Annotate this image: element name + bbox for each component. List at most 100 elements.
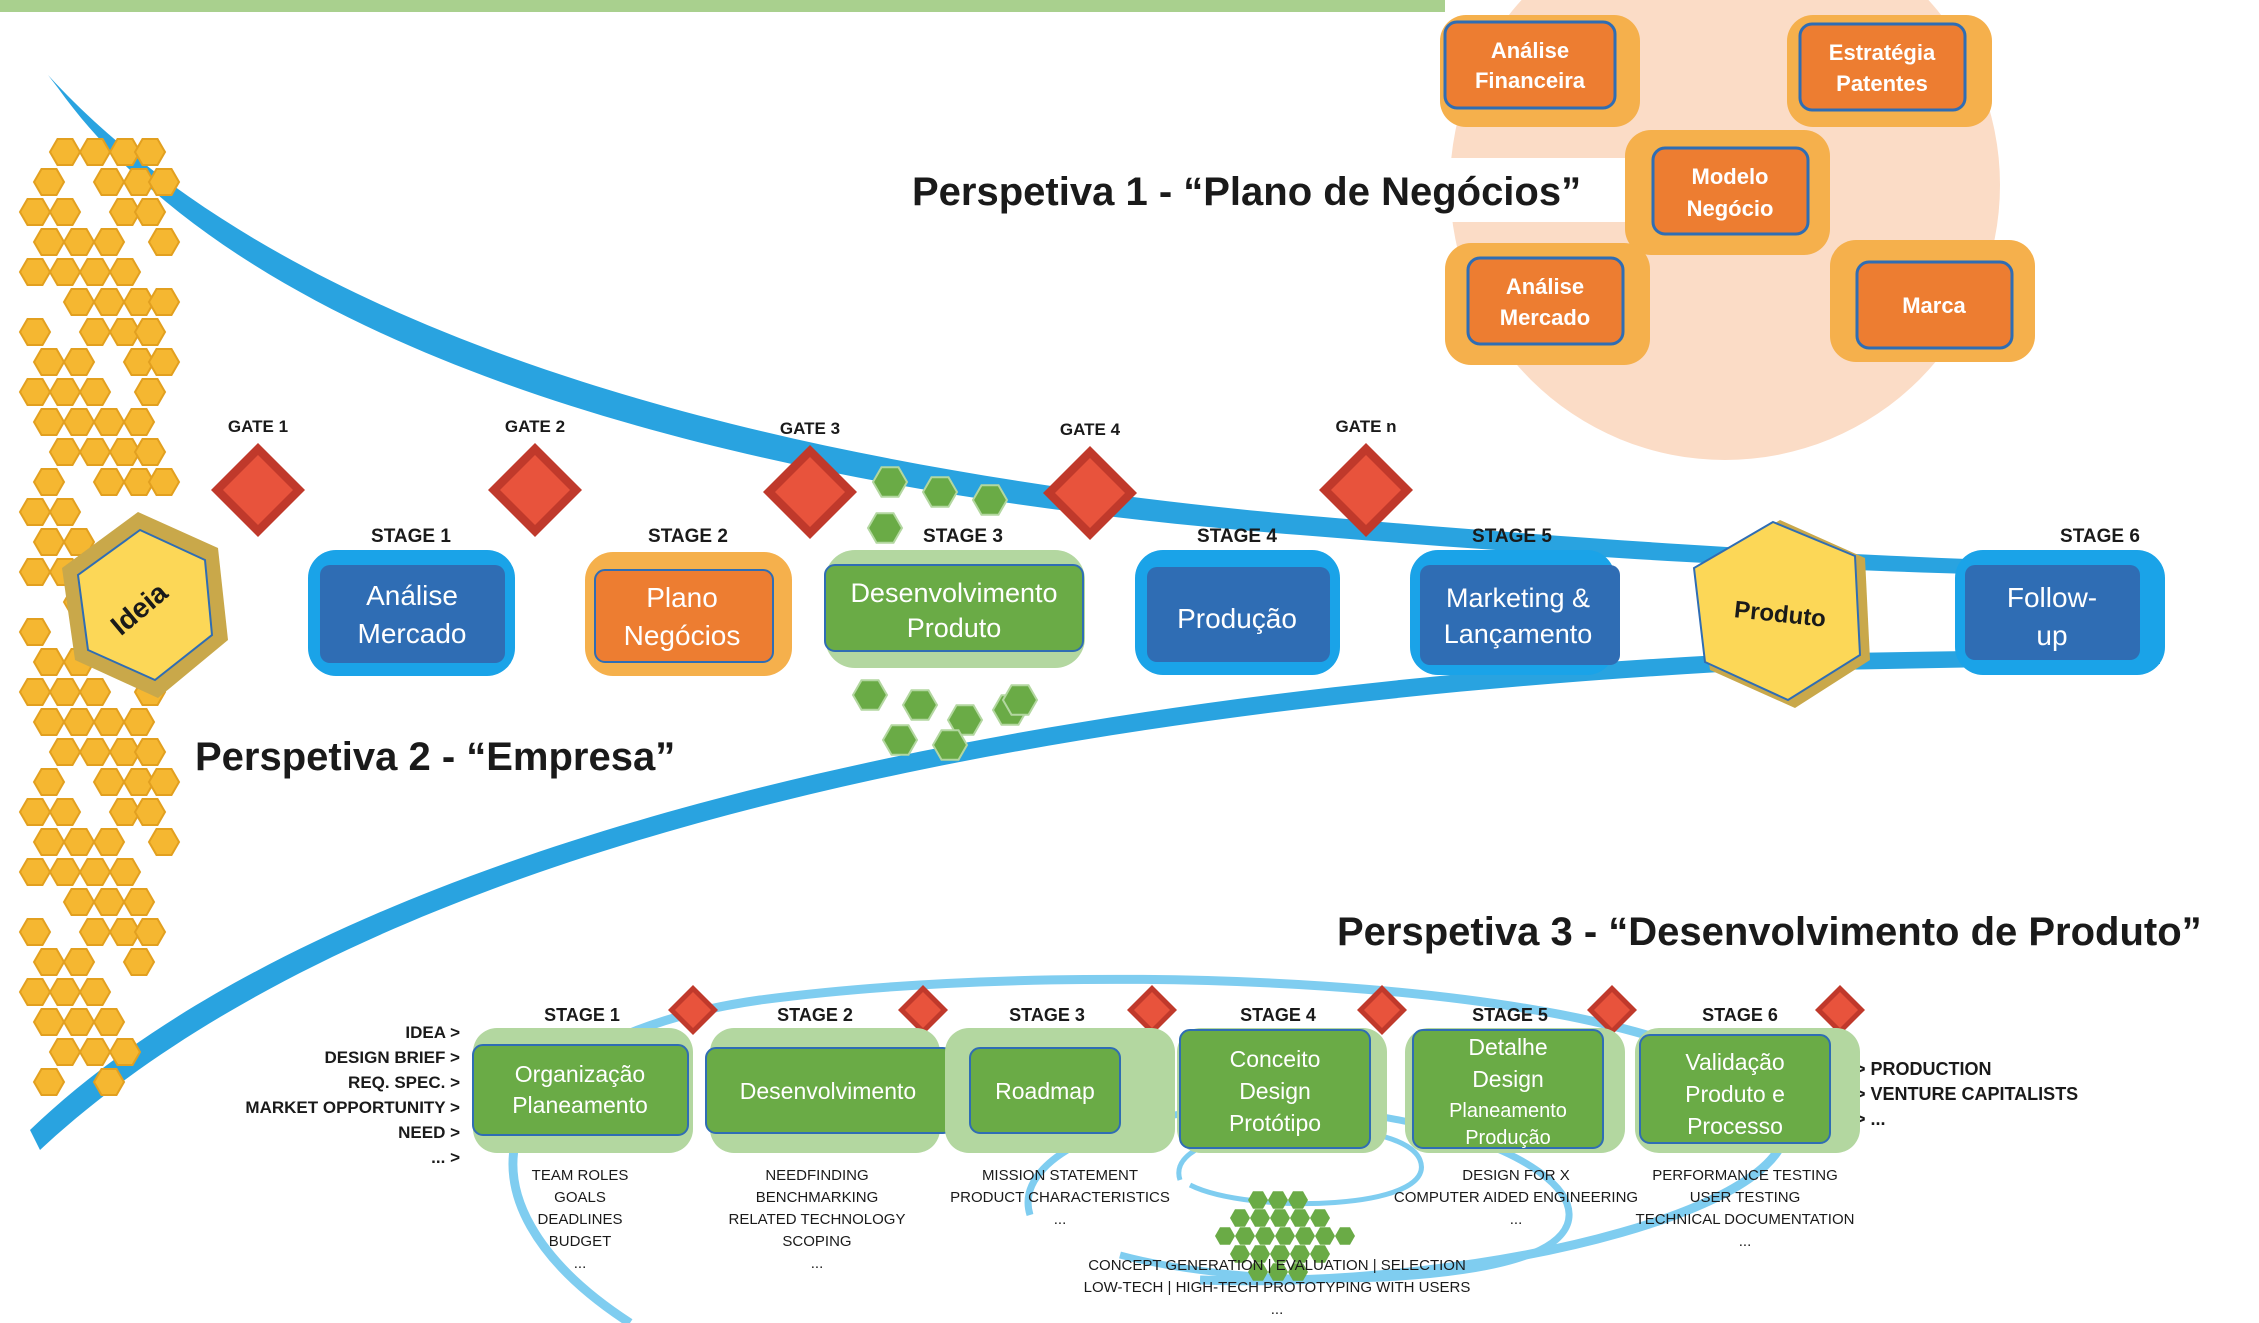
p3-stage-1-label: STAGE 1 bbox=[544, 1005, 620, 1025]
perspective1-title-bg bbox=[910, 158, 1625, 222]
green-particle bbox=[851, 679, 889, 711]
gate-3[interactable]: GATE 3 bbox=[763, 419, 857, 539]
p2-stage-4[interactable]: STAGE 4 Produção bbox=[1135, 526, 1340, 675]
honeycomb-cell bbox=[48, 378, 82, 406]
p3-stage-6-line3: Processo bbox=[1687, 1113, 1783, 1139]
p3-stage-5-line4: Produção bbox=[1465, 1127, 1551, 1149]
item-label-1b: Financeira bbox=[1475, 68, 1586, 93]
honeycomb-cell bbox=[32, 408, 66, 436]
p3-note-6-4: ... bbox=[1739, 1233, 1752, 1250]
p3-stages: STAGE 1 Organização Planeamento STAGE 2 … bbox=[472, 1005, 1860, 1153]
honeycomb-cell bbox=[78, 318, 112, 346]
p3-gate-5[interactable] bbox=[1587, 985, 1637, 1035]
honeycomb-cell bbox=[147, 228, 181, 256]
item-label-1a: Análise bbox=[1491, 38, 1569, 63]
cluster-particle bbox=[1290, 1209, 1310, 1227]
p2-stage-2[interactable]: STAGE 2 Plano Negócios bbox=[585, 526, 792, 676]
item-marca[interactable]: Marca bbox=[1830, 240, 2035, 362]
honeycomb-cell bbox=[48, 738, 82, 766]
green-particle bbox=[866, 512, 904, 544]
p3-gate-1[interactable] bbox=[668, 985, 718, 1035]
cluster-particle bbox=[1268, 1191, 1288, 1209]
input-design-brief: DESIGN BRIEF > bbox=[324, 1048, 460, 1067]
honeycomb-cell bbox=[133, 438, 167, 466]
gate-1[interactable]: GATE 1 bbox=[211, 417, 305, 537]
p3-gate-2[interactable] bbox=[898, 985, 948, 1035]
item-analise-mercado[interactable]: Análise Mercado bbox=[1445, 243, 1650, 365]
input-more: ... > bbox=[431, 1148, 460, 1167]
honeycomb-cell bbox=[62, 228, 96, 256]
p3-gate-3[interactable] bbox=[1127, 985, 1177, 1035]
cluster-particle bbox=[1270, 1209, 1290, 1227]
item-label-2b: Patentes bbox=[1836, 71, 1928, 96]
p2-stage-6-label: STAGE 6 bbox=[2060, 526, 2140, 547]
cluster-particle bbox=[1290, 1245, 1310, 1263]
honeycomb-cell bbox=[32, 708, 66, 736]
honeycomb-cell bbox=[18, 498, 52, 526]
p3-stage-1-line1: Organização bbox=[515, 1061, 645, 1087]
p3-inputs: IDEA > DESIGN BRIEF > REQ. SPEC. > MARKE… bbox=[245, 1023, 460, 1167]
p2-stage-4-label: STAGE 4 bbox=[1197, 526, 1277, 547]
honeycomb-cell bbox=[92, 1008, 126, 1036]
p2-stage-5[interactable]: STAGE 5 Marketing & Lançamento bbox=[1410, 526, 1620, 675]
p3-stage-6-line2: Produto e bbox=[1685, 1081, 1785, 1107]
p2-stage-1-label: STAGE 1 bbox=[371, 526, 451, 547]
honeycomb-cell bbox=[122, 768, 156, 796]
p3-stage-2[interactable]: STAGE 2 Desenvolvimento bbox=[705, 1005, 954, 1153]
honeycomb-cell bbox=[92, 1068, 126, 1096]
green-particle bbox=[871, 466, 909, 498]
company-stages: STAGE 1 Análise Mercado STAGE 2 Plano Ne… bbox=[308, 526, 2165, 676]
p3-stage-3[interactable]: STAGE 3 Roadmap bbox=[945, 1005, 1175, 1153]
honeycomb-cell bbox=[108, 258, 142, 286]
honeycomb-cell bbox=[108, 858, 142, 886]
perspective1-title: Perspetiva 1 - “Plano de Negócios” bbox=[912, 170, 1581, 214]
honeycomb-cell bbox=[108, 438, 142, 466]
p2-stage-2-label: STAGE 2 bbox=[648, 526, 728, 547]
input-req-spec: REQ. SPEC. > bbox=[348, 1073, 460, 1092]
honeycomb-cell bbox=[92, 768, 126, 796]
p3-gate-6[interactable] bbox=[1815, 985, 1865, 1035]
honeycomb-cell bbox=[48, 498, 82, 526]
item-analise-financeira[interactable]: Análise Financeira bbox=[1440, 15, 1640, 127]
p3-stage-5[interactable]: STAGE 5 Detalhe Design Planeamento Produ… bbox=[1405, 1005, 1625, 1153]
item-modelo-negocio[interactable]: Modelo Negócio bbox=[1625, 130, 1830, 255]
p3-stage-4[interactable]: STAGE 4 Conceito Design Protótipo bbox=[1177, 1005, 1387, 1153]
honeycomb-cell bbox=[108, 1038, 142, 1066]
honeycomb-cell bbox=[32, 468, 66, 496]
p3-stage-6[interactable]: STAGE 6 Validação Produto e Processo bbox=[1635, 1005, 1860, 1153]
p2-stage-6[interactable]: STAGE 6 Follow- up bbox=[1955, 526, 2165, 675]
item-estrategia-patentes[interactable]: Estratégia Patentes bbox=[1787, 15, 1992, 127]
p2-stage-6-line1: Follow- bbox=[2007, 582, 2097, 613]
honeycomb-cell bbox=[18, 198, 52, 226]
p2-stage-3[interactable]: STAGE 3 Desenvolvimento Produto bbox=[824, 526, 1085, 668]
p3-note-6-2: USER TESTING bbox=[1690, 1189, 1801, 1206]
honeycomb-cell bbox=[78, 438, 112, 466]
cluster-particle bbox=[1268, 1263, 1288, 1281]
gate-2[interactable]: GATE 2 bbox=[488, 417, 582, 537]
honeycomb-cell bbox=[48, 978, 82, 1006]
idea-honeycomb bbox=[18, 138, 181, 1096]
honeycomb-cell bbox=[32, 648, 66, 676]
p2-stage-1-line1: Análise bbox=[366, 580, 458, 611]
p3-stage-1[interactable]: STAGE 1 Organização Planeamento bbox=[472, 1005, 693, 1153]
cluster-particle bbox=[1295, 1227, 1315, 1245]
perspective2-title: Perspetiva 2 - “Empresa” bbox=[195, 735, 675, 779]
p3-note-2-2: BENCHMARKING bbox=[756, 1189, 879, 1206]
input-need: NEED > bbox=[398, 1123, 460, 1142]
p3-stage-3-label: STAGE 3 bbox=[1009, 1005, 1085, 1025]
p3-stage-4-label: STAGE 4 bbox=[1240, 1005, 1316, 1025]
item-label-4b: Mercado bbox=[1500, 305, 1590, 330]
p3-gate-4[interactable] bbox=[1357, 985, 1407, 1035]
honeycomb-cell bbox=[147, 288, 181, 316]
honeycomb-cell bbox=[62, 888, 96, 916]
development-particles bbox=[851, 466, 1039, 761]
p2-stage-1[interactable]: STAGE 1 Análise Mercado bbox=[308, 526, 515, 676]
honeycomb-cell bbox=[92, 828, 126, 856]
p3-footer-note-3: ... bbox=[1271, 1301, 1284, 1318]
gate-n[interactable]: GATE n bbox=[1319, 417, 1413, 537]
honeycomb-cell bbox=[32, 1068, 66, 1096]
gate-4[interactable]: GATE 4 bbox=[1043, 420, 1137, 540]
cluster-particle bbox=[1315, 1227, 1335, 1245]
honeycomb-cell bbox=[122, 888, 156, 916]
